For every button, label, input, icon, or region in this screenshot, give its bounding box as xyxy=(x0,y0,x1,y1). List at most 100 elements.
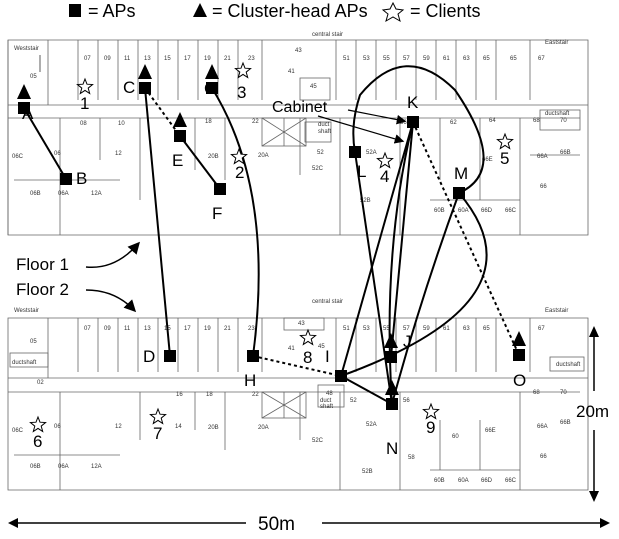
svg-text:57: 57 xyxy=(403,56,410,62)
ap-square-icon xyxy=(214,183,226,195)
ap-square-icon xyxy=(139,82,151,94)
svg-text:09: 09 xyxy=(104,56,111,62)
floor2-label: Floor 2 xyxy=(16,280,69,299)
svg-text:11: 11 xyxy=(124,56,131,62)
ap-square-icon xyxy=(453,187,465,199)
ap-square-icon xyxy=(206,82,218,94)
svg-text:60A: 60A xyxy=(458,478,469,484)
svg-text:63: 63 xyxy=(463,326,470,332)
svg-text:ductshaft: ductshaft xyxy=(545,111,570,117)
svg-text:52A: 52A xyxy=(366,422,377,428)
link-M-N xyxy=(391,192,460,405)
client-label: 9 xyxy=(426,418,435,437)
svg-text:05: 05 xyxy=(30,74,37,80)
link-M-L xyxy=(352,65,485,194)
svg-text:45: 45 xyxy=(318,344,325,350)
legend-cluster-label: = Cluster-head APs xyxy=(212,1,368,21)
client-label: 7 xyxy=(153,424,162,443)
svg-text:06A: 06A xyxy=(58,464,69,470)
svg-text:06C: 06C xyxy=(12,154,24,160)
svg-text:66: 66 xyxy=(540,454,547,460)
client-star-icon xyxy=(422,402,440,420)
svg-text:21: 21 xyxy=(224,326,231,332)
ap-square-icon xyxy=(247,350,259,362)
ap-node-M: M xyxy=(453,164,468,199)
link-I-N xyxy=(340,375,393,405)
svg-text:51: 51 xyxy=(343,326,350,332)
svg-text:65: 65 xyxy=(483,56,490,62)
ap-label: H xyxy=(244,371,256,390)
svg-text:59: 59 xyxy=(423,326,430,332)
svg-text:15: 15 xyxy=(164,56,171,62)
svg-text:52: 52 xyxy=(317,150,324,156)
cluster-head-triangle-icon xyxy=(138,64,152,79)
ap-square-icon xyxy=(18,102,30,114)
svg-text:Weststair: Weststair xyxy=(14,46,39,52)
ap-node-C: C xyxy=(123,64,152,97)
svg-text:68: 68 xyxy=(533,390,540,396)
svg-text:60: 60 xyxy=(452,434,459,440)
link-L-N xyxy=(354,151,393,405)
client-star-icon xyxy=(234,61,252,79)
floor2-plan xyxy=(7,317,589,491)
svg-text:67: 67 xyxy=(538,326,545,332)
ap-label: C xyxy=(123,78,135,97)
client-label: 5 xyxy=(500,149,509,168)
link-J-K xyxy=(390,121,414,358)
svg-text:66E: 66E xyxy=(485,428,496,434)
link-E-F xyxy=(179,135,221,190)
svg-text:central stair: central stair xyxy=(312,32,343,38)
client-node-1: 1 xyxy=(76,77,94,113)
svg-text:56: 56 xyxy=(403,398,410,404)
svg-text:60B: 60B xyxy=(434,208,445,214)
svg-text:60A: 60A xyxy=(458,208,469,214)
svg-text:66B: 66B xyxy=(560,420,571,426)
svg-text:53: 53 xyxy=(363,56,370,62)
ap-node-N: N xyxy=(385,380,399,458)
svg-text:59: 59 xyxy=(423,56,430,62)
svg-text:11: 11 xyxy=(124,326,131,332)
svg-text:64: 64 xyxy=(489,118,496,124)
floor1-plan xyxy=(7,39,589,236)
svg-text:61: 61 xyxy=(443,326,450,332)
ap-square-icon xyxy=(349,146,361,158)
link-A-B xyxy=(23,107,67,180)
ap-node-I: I xyxy=(325,347,347,382)
svg-text:06A: 06A xyxy=(58,191,69,197)
svg-text:51: 51 xyxy=(343,56,350,62)
client-node-2: 2 xyxy=(230,147,248,182)
svg-text:06B: 06B xyxy=(30,464,41,470)
svg-text:19: 19 xyxy=(204,56,211,62)
client-label: 6 xyxy=(33,432,42,451)
ap-label: J xyxy=(403,332,412,351)
legend-client-label: = Clients xyxy=(410,1,481,21)
svg-text:13: 13 xyxy=(144,56,151,62)
ap-label: F xyxy=(212,204,222,223)
svg-text:57: 57 xyxy=(403,326,410,332)
svg-text:21: 21 xyxy=(224,56,231,62)
svg-text:61: 61 xyxy=(443,56,450,62)
svg-text:14: 14 xyxy=(175,424,182,430)
link-C-D xyxy=(144,87,171,357)
svg-text:12: 12 xyxy=(115,424,122,430)
svg-text:ductshaft: ductshaft xyxy=(556,362,581,368)
ap-label: E xyxy=(172,151,183,170)
ap-label: A xyxy=(22,104,34,123)
ap-square-icon xyxy=(513,349,525,361)
svg-text:70: 70 xyxy=(560,390,567,396)
svg-text:09: 09 xyxy=(104,326,111,332)
client-label: 3 xyxy=(237,83,246,102)
cluster-head-triangle-icon xyxy=(384,333,398,348)
client-node-8: 8 xyxy=(299,328,317,367)
ap-node-A: A xyxy=(17,84,34,123)
svg-text:duct: duct xyxy=(320,398,332,404)
legend: = APs = Cluster-head APs = Clients xyxy=(69,1,481,23)
svg-text:23: 23 xyxy=(248,56,255,62)
ap-node-F: F xyxy=(212,183,226,223)
client-node-6: 6 xyxy=(29,415,47,451)
svg-text:70: 70 xyxy=(560,118,567,124)
